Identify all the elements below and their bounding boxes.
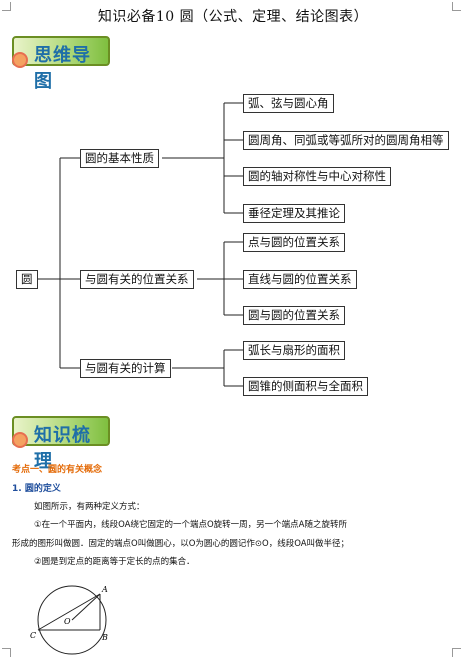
corner-mark <box>2 2 11 11</box>
body-line: ①在一个平面内，线段OA绕它固定的一个端点O旋转一周，另一个端点A随之旋转所 <box>34 520 347 530</box>
body-line: 形成的图形叫做圆．固定的端点O叫做圆心，以O为圆心的圆记作⊙O，线段OA叫做半径… <box>12 539 350 549</box>
label-o: O <box>64 617 71 626</box>
mindmap-leaf: 圆与圆的位置关系 <box>243 306 345 325</box>
section-heading: 考点一、圆的有关概念 <box>12 465 103 475</box>
mindmap-leaf: 垂径定理及其推论 <box>243 204 345 223</box>
mindmap-banner: 思维导图 <box>12 36 110 92</box>
circle-figure: A O B C <box>30 585 108 655</box>
banner-title: 知识梳理 <box>34 425 91 472</box>
mindmap-leaf: 圆周角、同弧或等弧所对的圆周角相等 <box>243 131 449 150</box>
pencil-icon <box>12 52 28 68</box>
label-a: A <box>101 585 108 594</box>
label-c: C <box>30 631 36 640</box>
section-subheading: 1. 圆的定义 <box>12 484 61 494</box>
radius-oa <box>71 593 101 621</box>
pencil-icon <box>12 432 28 448</box>
corner-mark <box>452 2 461 11</box>
mindmap-branch: 与圆有关的计算 <box>80 359 171 378</box>
mindmap-leaf: 圆的轴对称性与中心对称性 <box>243 167 391 186</box>
body-line: 如图所示，有两种定义方式： <box>34 502 145 512</box>
chord-ca <box>37 593 101 631</box>
circle-outline <box>37 585 107 655</box>
mindmap-leaf: 点与圆的位置关系 <box>243 233 345 252</box>
mindmap-leaf: 直线与圆的位置关系 <box>243 270 357 289</box>
corner-mark <box>2 648 11 657</box>
label-b: B <box>101 633 108 642</box>
corner-mark <box>452 648 461 657</box>
knowledge-banner: 知识梳理 <box>12 416 110 472</box>
mindmap-leaf: 弧、弦与圆心角 <box>243 94 334 113</box>
body-line: ②圆是到定点的距离等于定长的点的集合． <box>34 557 195 567</box>
mindmap-root: 圆 <box>16 270 38 289</box>
page-title: 知识必备10 圆（公式、定理、结论图表） <box>97 9 369 25</box>
banner-title: 思维导图 <box>34 45 91 92</box>
mindmap-branch: 圆的基本性质 <box>80 149 159 168</box>
mindmap-branch: 与圆有关的位置关系 <box>80 270 194 289</box>
mindmap-leaf: 弧长与扇形的面积 <box>243 341 345 360</box>
mindmap-leaf: 圆锥的侧面积与全面积 <box>243 377 368 396</box>
